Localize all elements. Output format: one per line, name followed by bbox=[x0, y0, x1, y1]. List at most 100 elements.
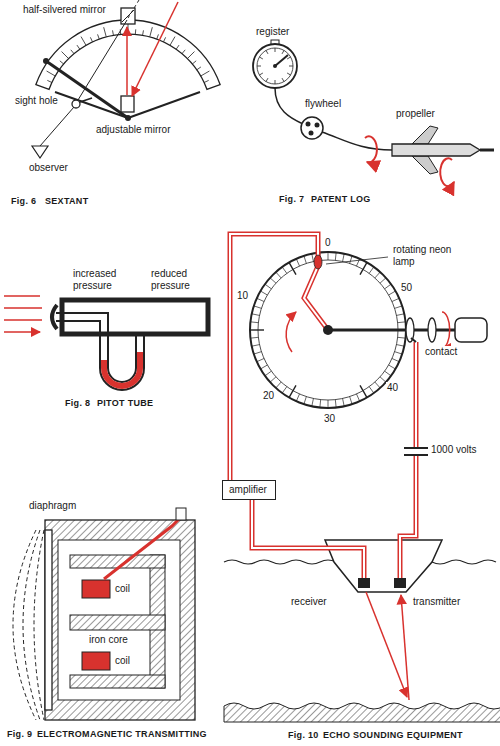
echo-sounder-figure bbox=[260, 365, 267, 369]
patent-log-figure bbox=[287, 57, 290, 59]
echo-sounder-figure bbox=[369, 387, 374, 393]
echo-sounder-figure bbox=[250, 329, 264, 330]
sextant-figure bbox=[125, 115, 131, 121]
pitot-tube-figure bbox=[56, 313, 108, 345]
echo-sounder-figure bbox=[282, 267, 287, 273]
patent-log-figure bbox=[275, 88, 303, 124]
sextant-figure bbox=[72, 100, 80, 108]
scale-number: 50 bbox=[400, 282, 413, 294]
pitot-tube-figure bbox=[4, 296, 42, 332]
patent-log-figure bbox=[259, 57, 262, 59]
pitot-tube-figure bbox=[4, 296, 208, 386]
echo-sounder-figure bbox=[252, 345, 260, 347]
patent-log-figure bbox=[259, 73, 262, 75]
patent-log-figure bbox=[275, 48, 276, 52]
sextant-figure bbox=[142, 30, 144, 35]
sextant-figure bbox=[201, 71, 210, 76]
echo-sounder-figure bbox=[250, 321, 258, 323]
echo-sounder-figure bbox=[385, 284, 391, 289]
echo-sounder-figure bbox=[369, 267, 374, 273]
echo-sounder-figure bbox=[224, 703, 500, 722]
sextant-figure bbox=[46, 61, 128, 118]
echo-sounder-figure bbox=[358, 578, 370, 588]
patent-log-figure bbox=[266, 78, 268, 81]
figure-number-title: PATENT LOG bbox=[310, 194, 372, 204]
echo-sounder-figure bbox=[404, 447, 428, 449]
echo-sounder-figure bbox=[326, 257, 388, 264]
echo-sounder-figure bbox=[276, 382, 281, 388]
patent-log-figure bbox=[289, 66, 293, 67]
sextant-figure bbox=[182, 50, 185, 54]
sextant-figure bbox=[60, 61, 64, 64]
pitot-tube-figure bbox=[104, 344, 140, 386]
echo-sounder-figure bbox=[404, 454, 428, 456]
sextant-figure bbox=[71, 50, 74, 54]
figure-number: Fig. 10 bbox=[287, 730, 320, 740]
echo-sounder-figure bbox=[257, 298, 264, 301]
sextant-figure bbox=[32, 0, 220, 158]
sextant-figure bbox=[62, 52, 69, 59]
patent-log-figure bbox=[275, 80, 276, 84]
sextant-figure bbox=[135, 29, 136, 34]
electromagnetic-transmitter-figure bbox=[82, 652, 110, 670]
figure-number: Fig. 9 bbox=[6, 729, 33, 739]
patent-log-figure bbox=[306, 122, 311, 127]
sextant-figure bbox=[170, 37, 175, 46]
electromagnetic-transmitter-figure bbox=[58, 540, 180, 700]
echo-sounder-figure bbox=[401, 595, 409, 700]
echo-sounder-figure bbox=[296, 394, 299, 401]
echo-sounder-figure bbox=[286, 312, 296, 352]
echo-sounder-figure bbox=[312, 254, 314, 262]
echo-sounder-figure bbox=[428, 318, 436, 342]
patent-log-figure bbox=[253, 40, 494, 186]
pitot-tube-figure bbox=[52, 305, 57, 329]
patent-log-figure bbox=[273, 64, 277, 68]
part-label: iron core bbox=[88, 634, 129, 646]
echo-sounder-figure bbox=[250, 337, 258, 339]
sextant-figure bbox=[192, 61, 196, 64]
sextant-figure bbox=[204, 80, 209, 82]
sextant-figure bbox=[126, 27, 128, 95]
echo-sounder-figure bbox=[230, 234, 328, 490]
echo-sounder-figure bbox=[396, 345, 404, 347]
sextant-figure bbox=[128, 0, 139, 18]
patent-log-figure bbox=[309, 131, 314, 136]
echo-sounder-figure bbox=[289, 385, 296, 397]
echo-sounder-figure bbox=[282, 387, 287, 393]
echo-sounder-figure bbox=[385, 371, 391, 376]
sextant-figure bbox=[32, 146, 48, 158]
sextant-figure bbox=[121, 8, 135, 24]
patent-log-figure bbox=[412, 126, 438, 144]
echo-sounder-figure bbox=[398, 321, 406, 323]
sextant-figure bbox=[81, 37, 86, 46]
echo-sounder-figure bbox=[411, 338, 416, 342]
echo-sounder-figure bbox=[252, 342, 416, 578]
electromagnetic-transmitter-figure bbox=[70, 555, 165, 568]
echo-sounder-figure bbox=[396, 314, 404, 316]
part-label: reduced pressure bbox=[150, 268, 204, 291]
sextant-figure bbox=[98, 34, 100, 39]
part-label: coil bbox=[114, 583, 131, 595]
pitot-tube-figure bbox=[62, 300, 208, 334]
echo-sounder-figure bbox=[312, 398, 314, 406]
echo-sounder-figure bbox=[392, 298, 399, 301]
echo-sounder-figure bbox=[343, 254, 345, 262]
part-label: 1000 volts bbox=[430, 444, 478, 456]
electromagnetic-transmitter-figure bbox=[45, 520, 195, 720]
echo-sounder-figure bbox=[395, 352, 403, 354]
echo-sounder-figure bbox=[392, 358, 399, 361]
part-label: diaphragm bbox=[28, 500, 77, 512]
echo-sounder-figure bbox=[328, 400, 329, 408]
echo-sounder-figure bbox=[265, 284, 271, 289]
echo-sounder-figure bbox=[224, 234, 500, 722]
electromagnetic-transmitter-figure bbox=[82, 580, 110, 598]
sextant-figure bbox=[47, 80, 52, 82]
echo-sounder-figure bbox=[230, 234, 328, 490]
sextant-figure bbox=[176, 45, 179, 49]
amplifier-box: amplifier bbox=[222, 480, 276, 500]
sextant-figure bbox=[112, 30, 114, 35]
patent-log-figure bbox=[257, 48, 293, 84]
sextant-figure bbox=[132, 2, 178, 96]
echo-sounder-figure bbox=[335, 252, 337, 260]
echo-sounder-figure bbox=[254, 306, 262, 308]
